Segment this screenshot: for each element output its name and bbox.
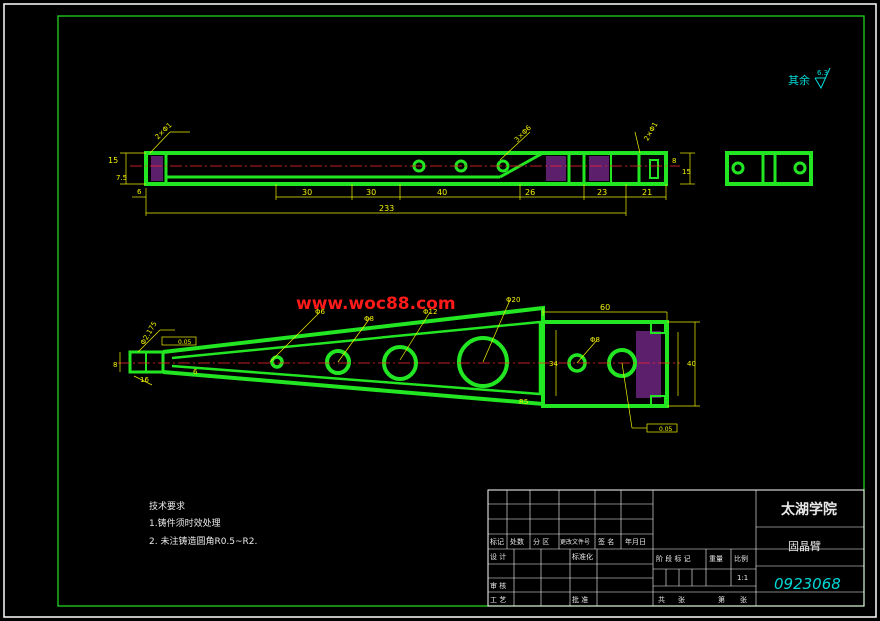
tech-req-item-2: 2. 未注铸造圆角R0.5~R2. xyxy=(149,535,257,547)
dim-side-30a: 30 xyxy=(302,188,312,197)
dim-side-h3: 6 xyxy=(137,188,142,196)
dim-plan-right-h: 40 xyxy=(687,360,696,368)
side-slot-right xyxy=(649,159,659,179)
dim-plan-r5: R5 xyxy=(519,398,528,406)
tb-design: 设 计 xyxy=(490,552,506,561)
dim-side-30b: 30 xyxy=(366,188,376,197)
tb-sheet-no: 第 xyxy=(718,595,725,604)
inner-frame xyxy=(57,15,865,607)
dim-plan-left-h: 8 xyxy=(113,361,117,369)
roughness-symbol-icon xyxy=(814,67,831,90)
dim-plan-note-left: Φ2.175 xyxy=(139,320,159,346)
plan-hole-1 xyxy=(270,355,284,369)
watermark-text: www.woc88.com xyxy=(296,294,456,314)
dim-plan-hole3: Φ12 xyxy=(423,308,437,316)
tolerance-box-right xyxy=(646,423,678,433)
end-hole-2 xyxy=(793,161,807,175)
end-view xyxy=(725,151,813,186)
side-hatch-2 xyxy=(589,156,609,181)
tb-process: 工 艺 xyxy=(490,596,506,604)
tb-approve: 批 准 xyxy=(572,595,588,604)
dim-side-26: 26 xyxy=(525,188,535,197)
plan-right-block xyxy=(541,320,669,408)
outer-border xyxy=(3,3,877,618)
dim-side-23: 23 xyxy=(597,188,607,197)
tb-sheets-unit-2: 张 xyxy=(740,595,747,604)
tb-scale-value: 1:1 xyxy=(737,574,748,582)
side-view-body xyxy=(144,151,668,186)
dim-plan-mid-h: 34 xyxy=(549,360,558,368)
title-block-frame xyxy=(487,489,865,607)
plan-tab-top xyxy=(650,322,666,334)
rev-header-2: 分 区 xyxy=(533,537,549,546)
leader-right-text: 2×Φ1 xyxy=(643,121,660,143)
tb-part-name: 固晶臂 xyxy=(788,540,821,553)
plan-view: 0.05 0.05 60 8 16 34 40 Φ6 Φ8 Φ12 Φ20 Φ8… xyxy=(113,296,700,433)
title-block: 标记 处数 分 区 更改文件号 签 名 年月日 设 计 标准化 审 核 工 艺 … xyxy=(487,489,865,607)
dim-side-overall: 233 xyxy=(379,204,394,213)
dim-side-right-h2: 15 xyxy=(682,168,691,176)
tb-standard: 标准化 xyxy=(572,552,593,561)
tolerance-box-left xyxy=(161,336,197,346)
tb-drawing-no: 0923068 xyxy=(774,575,841,593)
rev-header-4: 签 名 xyxy=(598,537,614,546)
dim-plan-hole2: Φ8 xyxy=(364,315,374,323)
tb-sheets-unit-1: 张 xyxy=(678,595,685,604)
plan-dimensions xyxy=(119,299,700,429)
leader-mid-text: 3×Φ6 xyxy=(513,124,533,144)
tb-scale-label: 比例 xyxy=(734,554,748,563)
plan-hole-4 xyxy=(457,336,509,388)
tb-stage: 阶 段 标 记 xyxy=(656,554,691,563)
dim-plan-60: 60 xyxy=(600,303,610,312)
dim-plan-hole5: Φ8 xyxy=(590,336,600,344)
dim-side-h2: 7.5 xyxy=(116,174,127,182)
roughness-value: 6.3 xyxy=(817,69,828,77)
rev-header-5: 年月日 xyxy=(625,537,646,546)
title-block-grid xyxy=(488,490,864,606)
rev-header-1: 处数 xyxy=(510,537,524,546)
tech-req-item-1: 1.铸件须时效处理 xyxy=(149,517,221,529)
dim-plan-hole4: Φ20 xyxy=(506,296,520,304)
dim-plan-hole1: Φ6 xyxy=(315,308,326,316)
side-view-taper xyxy=(499,151,544,179)
roughness-note: 其余 6.3 xyxy=(788,67,831,90)
tech-req-title: 技术要求 xyxy=(149,500,185,512)
dim-plan-thick: 6 xyxy=(193,368,198,376)
plan-hole-2 xyxy=(325,349,351,375)
tolerance-right-value: 0.05 xyxy=(659,426,673,433)
side-view: 15 7.5 6 30 30 40 26 23 21 233 8 15 2×Φ1… xyxy=(108,121,695,216)
dim-side-21: 21 xyxy=(642,188,652,197)
dim-plan-left-w: 16 xyxy=(140,376,149,384)
end-hole-1 xyxy=(731,161,745,175)
dim-side-40: 40 xyxy=(437,188,447,197)
tb-school: 太湖学院 xyxy=(781,501,837,518)
plan-right-hatch xyxy=(636,331,661,398)
tb-check: 审 核 xyxy=(490,581,506,590)
roughness-label: 其余 xyxy=(788,73,810,87)
side-dimensions xyxy=(120,131,695,216)
rev-header-0: 标记 xyxy=(490,537,504,546)
tech-requirements: 技术要求 1.铸件须时效处理 2. 未注铸造圆角R0.5~R2. xyxy=(149,500,257,547)
side-hatch-1 xyxy=(546,156,566,181)
side-hatch-left xyxy=(151,156,163,181)
plan-arm-inner xyxy=(171,320,542,396)
end-view-body xyxy=(725,151,813,186)
dim-side-right-h1: 8 xyxy=(672,157,676,165)
tb-sheets-total: 共 xyxy=(658,595,665,604)
tb-weight: 重量 xyxy=(709,555,723,563)
dim-side-h1: 15 xyxy=(108,156,118,165)
plan-tab-bottom xyxy=(650,395,666,407)
tolerance-left-value: 0.05 xyxy=(178,339,192,346)
rev-header-3: 更改文件号 xyxy=(560,538,590,546)
